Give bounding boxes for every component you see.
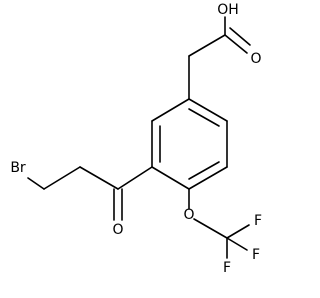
atom-label-br: Br: [10, 160, 26, 176]
atom-label-o: O: [183, 207, 194, 223]
chain-bond: [79, 166, 119, 190]
ring-bond: [188, 166, 228, 190]
atom-label-o: O: [250, 51, 261, 67]
atom-label-oh: OH: [217, 2, 239, 18]
carbonyl-double-bond: [229, 27, 251, 46]
carbonyl-bond: [224, 34, 248, 54]
atom-label-f: F: [223, 260, 231, 276]
acyl-bond: [117, 166, 153, 190]
ring-bond: [188, 98, 228, 122]
chain-bond: [43, 166, 81, 190]
benzene-ring: [151, 98, 228, 190]
acetic-acid-group: OH O: [188, 2, 262, 100]
chemical-structure: OH O Br O O F F F: [10, 2, 262, 276]
c-br-bond: [27, 177, 45, 190]
atom-label-o: O: [112, 222, 123, 238]
bromopropanoyl-group: Br O: [10, 160, 153, 238]
trifluoromethoxy-group: O F F F: [183, 188, 262, 276]
atom-label-f: F: [254, 213, 262, 229]
ring-double-bond: [188, 108, 220, 127]
carboxyl-carbon-bond: [188, 34, 226, 57]
ring-bond: [151, 166, 190, 190]
ring-bond: [151, 98, 190, 122]
c-f-bond: [226, 237, 248, 251]
c-f-bond: [226, 224, 250, 239]
atom-label-f: F: [252, 247, 260, 263]
ring-double-bond: [188, 161, 220, 180]
o-c-bond: [193, 218, 228, 239]
